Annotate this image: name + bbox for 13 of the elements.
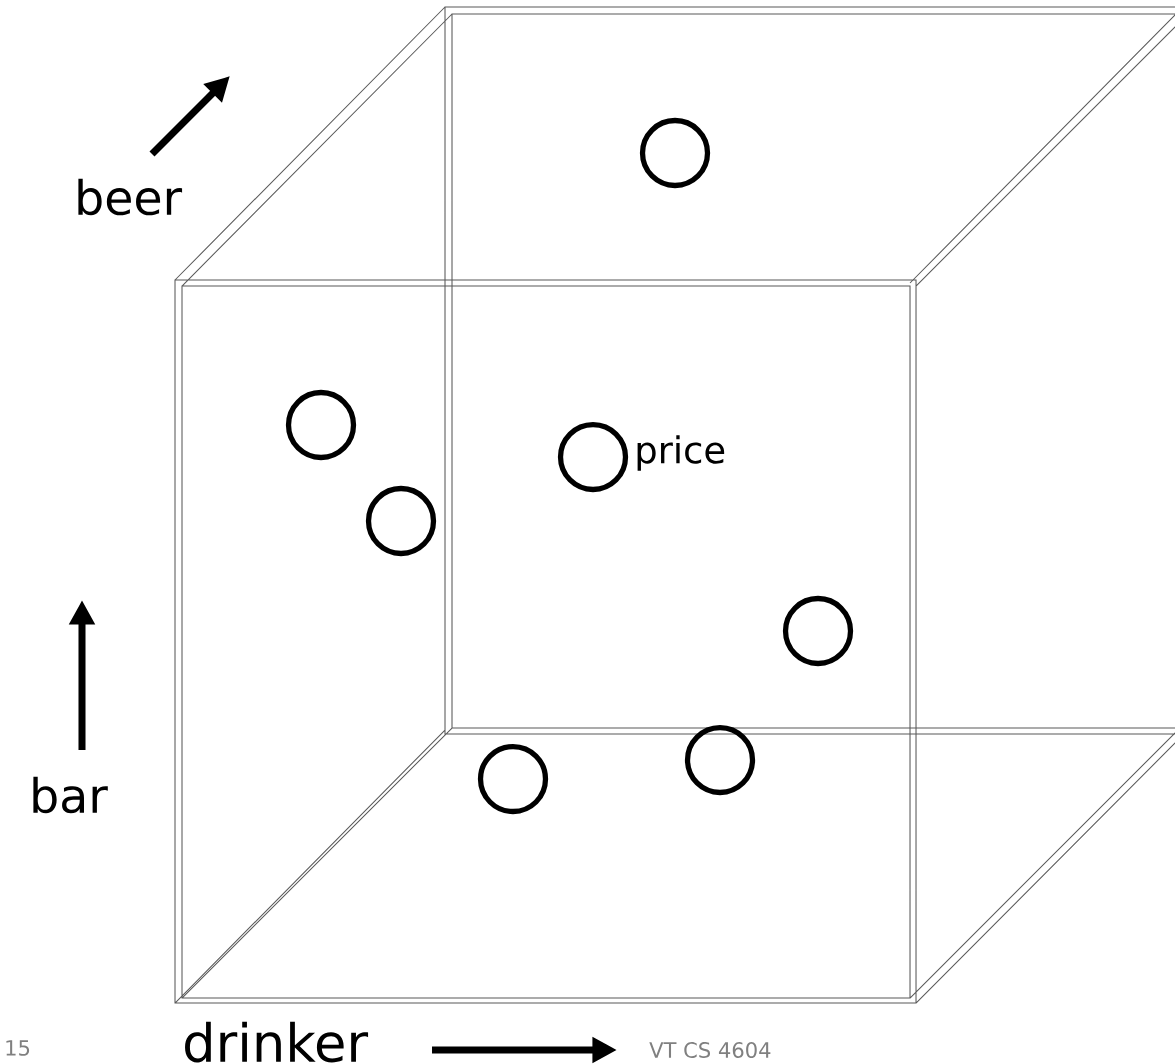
circle-marker — [639, 117, 711, 189]
axis-label: bar — [33, 776, 108, 814]
circle-marker — [782, 595, 854, 667]
page-number: 15 — [6, 1040, 30, 1056]
axis-label: beer — [78, 178, 183, 216]
attribute-label: price — [637, 435, 725, 471]
circle-marker — [365, 485, 437, 557]
axis-label: drinker — [185, 1021, 369, 1063]
circle-marker — [477, 743, 549, 815]
circle-marker — [557, 421, 629, 493]
circle-marker — [684, 724, 756, 796]
circle-marker — [285, 389, 357, 461]
footer-text: VT CS 4604 — [649, 1042, 771, 1058]
